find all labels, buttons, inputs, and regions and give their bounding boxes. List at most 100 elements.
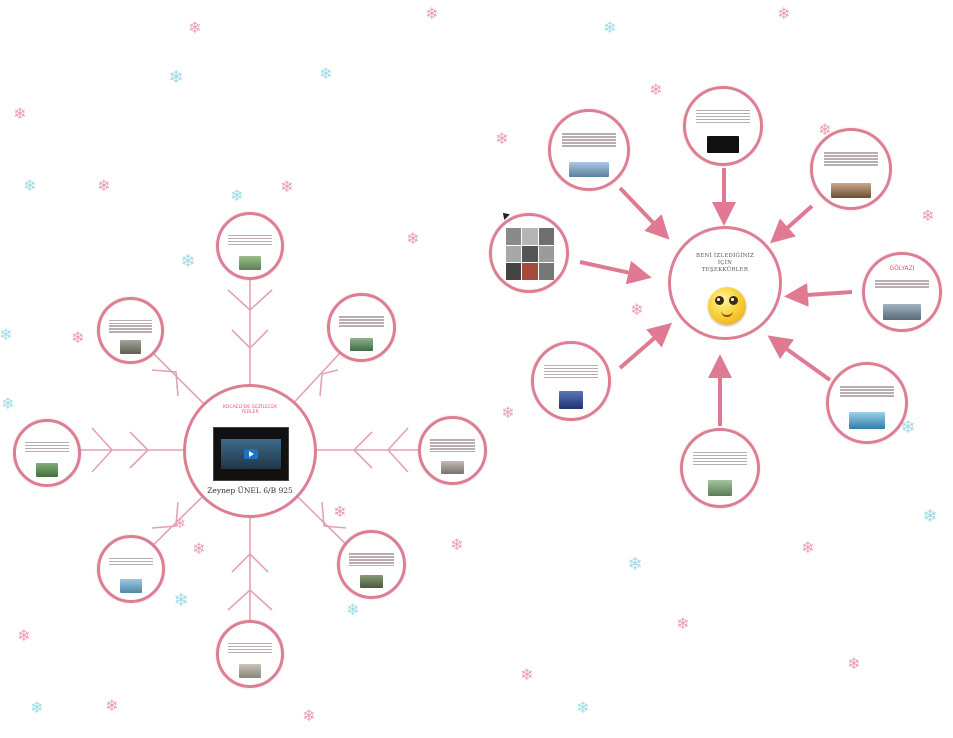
play-icon[interactable]	[244, 449, 258, 459]
node-text-lines	[693, 451, 747, 467]
snowflake-icon: ❄	[17, 626, 31, 645]
snowflake-icon: ❄	[105, 696, 119, 715]
snowflake-icon: ❄	[520, 665, 534, 684]
thanks-node-collage[interactable]	[489, 213, 569, 293]
snowflake-icon: ❄	[495, 129, 509, 148]
branch-chevron	[321, 501, 347, 529]
photo-collage	[506, 228, 554, 280]
topic-node-upper-left[interactable]	[97, 297, 164, 364]
right-main-circle[interactable]: BENİ İZLEDİĞİNİZ İÇİN TEŞEKKÜRLER	[668, 226, 782, 340]
node-photo	[350, 337, 373, 352]
node-text-lines	[561, 133, 617, 148]
branch-chevron	[227, 289, 273, 312]
thanks-node-7[interactable]	[531, 341, 611, 421]
node-text-lines	[108, 557, 154, 567]
snowflake-icon: ❄	[30, 698, 44, 717]
thanks-node-3[interactable]	[810, 128, 892, 210]
snowflake-icon: ❄	[13, 104, 27, 123]
branch-chevron	[352, 431, 373, 469]
topic-node-right[interactable]	[418, 416, 487, 485]
node-text-lines	[348, 553, 395, 568]
smiley-eye	[729, 296, 738, 305]
node-text-lines	[429, 439, 476, 454]
arrow-line	[579, 260, 652, 285]
arrow-line	[767, 335, 832, 382]
collage-photo	[538, 228, 554, 245]
node-photo	[441, 460, 464, 475]
left-main-title: KOCAELİ'DE GEZİLECEK YERLER	[222, 405, 278, 415]
collage-photo	[538, 263, 554, 280]
snowflake-icon: ❄	[0, 325, 13, 344]
thanks-node-1[interactable]	[548, 109, 630, 191]
node-text-lines	[875, 280, 929, 289]
topic-node-top[interactable]	[216, 212, 284, 280]
node-photo	[238, 663, 262, 678]
node-text-lines	[227, 642, 273, 655]
thanks-node-2[interactable]	[683, 86, 763, 166]
snowflake-icon: ❄	[801, 538, 815, 557]
video-player[interactable]	[213, 427, 289, 481]
snowflake-icon: ❄	[676, 614, 690, 633]
node-photo	[559, 391, 583, 410]
snowflake-icon: ❄	[180, 251, 196, 272]
node-photo	[238, 255, 262, 270]
snowflake-icon: ❄	[450, 535, 464, 554]
node-photo	[360, 574, 383, 589]
node-text-lines	[108, 319, 153, 335]
topic-node-lower-left[interactable]	[97, 535, 165, 603]
topic-node-bottom[interactable]	[216, 620, 284, 688]
topic-node-upper-right[interactable]	[327, 293, 396, 362]
snowflake-icon: ❄	[1, 394, 15, 413]
thanks-node-6[interactable]	[680, 428, 760, 508]
topic-node-left[interactable]	[13, 419, 81, 487]
thanks-label: BENİ İZLEDİĞİNİZ İÇİN TEŞEKKÜRLER	[695, 253, 755, 274]
snowflake-icon: ❄	[174, 516, 186, 532]
smiley-icon	[708, 287, 746, 325]
snowflake-icon: ❄	[630, 300, 644, 319]
node-photo	[831, 182, 871, 198]
snowflake-icon: ❄	[900, 417, 916, 438]
golyazi-node[interactable]: GÖLYAZI	[862, 252, 942, 332]
snowflake-icon: ❄	[627, 554, 643, 575]
thanks-node-5[interactable]	[826, 362, 908, 444]
node-photo	[119, 578, 143, 593]
node-text-lines	[338, 316, 385, 328]
arrow-line	[770, 204, 814, 244]
golyazi-title: GÖLYAZI	[889, 265, 915, 273]
arrow-line	[618, 186, 670, 240]
smiley-eye	[715, 296, 724, 305]
node-text-lines	[839, 386, 895, 398]
collage-photo	[506, 245, 522, 263]
topic-node-lower-right[interactable]	[337, 530, 406, 599]
snowflake-icon: ❄	[922, 506, 938, 527]
snowflake-icon: ❄	[319, 64, 333, 83]
snowflake-icon: ❄	[192, 539, 206, 558]
left-main-circle[interactable]: KOCAELİ'DE GEZİLECEK YERLER Zeynep ÜNEL …	[183, 384, 317, 518]
node-text-lines	[823, 152, 879, 167]
snowflake-icon: ❄	[173, 590, 189, 611]
branch-chevron	[151, 369, 179, 397]
snowflake-icon: ❄	[333, 502, 347, 521]
collage-photo	[522, 263, 538, 280]
branch-chevron	[231, 552, 269, 573]
snowflake-icon: ❄	[23, 176, 37, 195]
snowflake-icon: ❄	[576, 698, 590, 717]
node-photo	[848, 412, 886, 429]
snowflake-icon: ❄	[406, 229, 420, 248]
snowflake-icon: ❄	[188, 18, 202, 37]
node-photo	[569, 162, 609, 178]
author-label: Zeynep ÜNEL 6/B 925	[207, 486, 293, 495]
snowflake-icon: ❄	[168, 67, 184, 88]
node-photo	[119, 340, 142, 354]
snowflake-icon: ❄	[603, 18, 617, 37]
collage-photo	[538, 245, 554, 263]
snowflake-icon: ❄	[71, 328, 85, 347]
snowflake-icon: ❄	[97, 176, 111, 195]
node-text-lines	[24, 441, 70, 454]
arrow-line	[618, 322, 673, 370]
collage-photo	[522, 245, 538, 263]
branch-chevron	[91, 427, 114, 473]
collage-photo	[522, 228, 538, 245]
